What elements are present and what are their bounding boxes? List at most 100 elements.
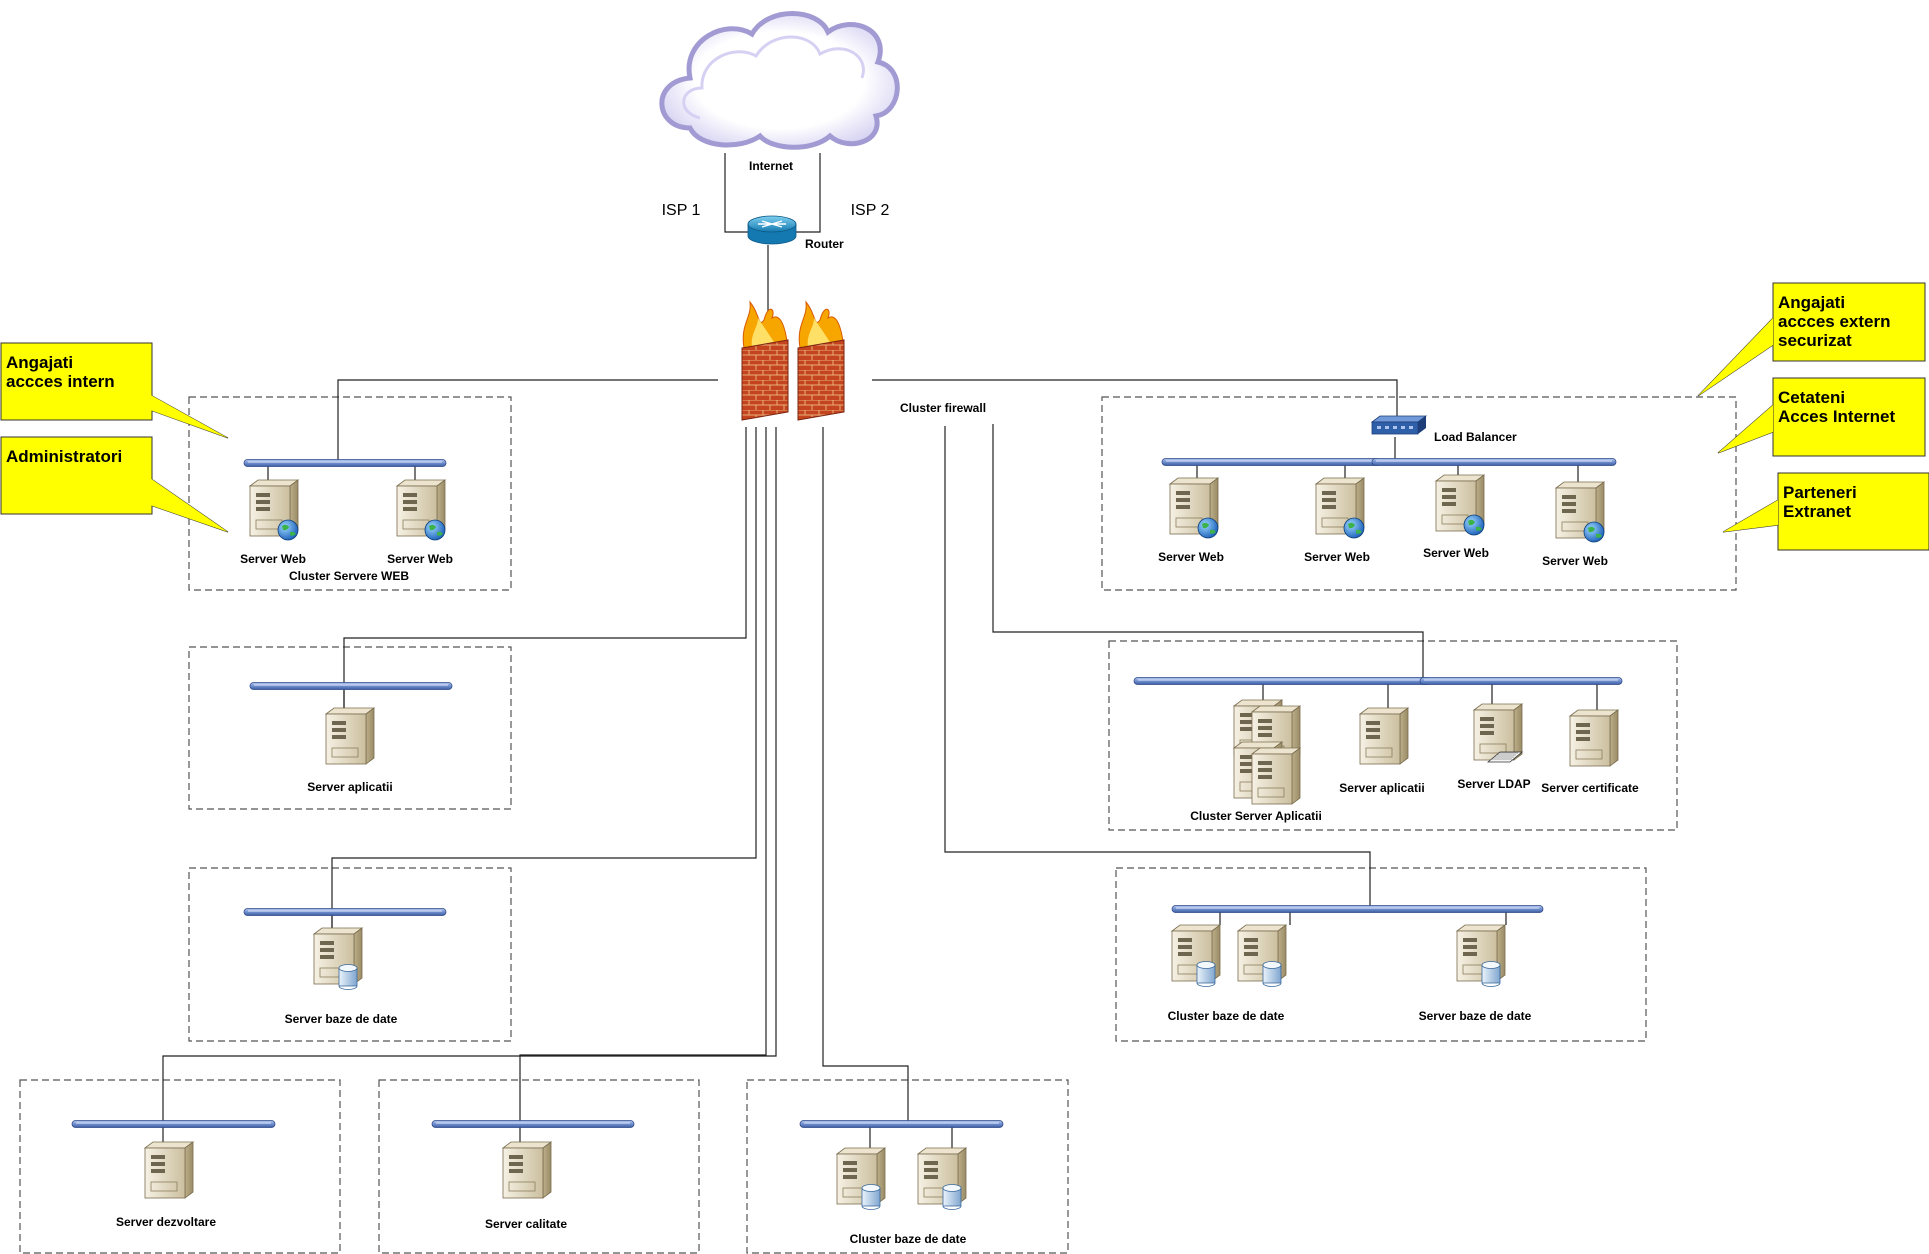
drive-bay [332, 735, 346, 739]
globe-land [1468, 519, 1482, 531]
callout-3-line-0: Cetateni [1778, 388, 1845, 407]
drive-bay [1258, 768, 1272, 772]
callout-4-line-0: Parteneri [1783, 483, 1857, 502]
drive-bay [1240, 769, 1254, 773]
drive-bay [1576, 723, 1590, 727]
drive-bay [509, 1169, 523, 1173]
globe-land [1202, 522, 1216, 534]
web-internal-title: Cluster Servere WEB [289, 569, 409, 583]
callout-4-line-1: Extranet [1783, 502, 1851, 521]
firewall-flame-core [751, 318, 778, 348]
internet-cloud-icon [659, 11, 900, 150]
callout-seam [1718, 405, 1773, 453]
web-internal-label-2: Server Web [387, 552, 453, 566]
vent [1479, 743, 1507, 754]
drive-bay [1576, 730, 1590, 734]
database-icon-bottom [1196, 982, 1216, 987]
drive-bay [256, 493, 270, 497]
server-web-internal-2 [395, 479, 447, 541]
router-arrows [758, 220, 786, 228]
link-app-internal [343, 427, 747, 712]
drive-bay [151, 1169, 165, 1173]
server-db-external-1 [1170, 924, 1222, 987]
callout-box [0, 342, 153, 421]
server-side [365, 707, 375, 765]
server-app-internal [324, 707, 376, 765]
server-side [1609, 709, 1619, 767]
web-internal-label-1: Server Web [240, 552, 306, 566]
db-external-server-label: Server baze de date [1419, 1009, 1532, 1023]
server-quality [501, 1141, 553, 1199]
database-icon-bottom [861, 1205, 881, 1210]
internet-label: Internet [749, 159, 793, 173]
drive-bay [1562, 495, 1576, 499]
cluster-box-web-internal [188, 396, 512, 591]
drive-bay [1463, 938, 1477, 942]
drive-bay [1258, 775, 1272, 779]
callout-seam [1723, 500, 1778, 532]
drive-bay [1480, 724, 1494, 728]
cluster-box-web-external [1101, 396, 1737, 591]
link-db-internal [331, 427, 757, 928]
server-side [542, 1141, 552, 1199]
drive-bay [1562, 502, 1576, 506]
link-quality [519, 427, 767, 1123]
drive-bay [1240, 720, 1254, 724]
load-balancer-icon [1370, 415, 1428, 435]
web-external-label-2: Server Web [1304, 550, 1370, 564]
database-icon-bottom [1262, 982, 1282, 987]
globe-icon [1197, 517, 1219, 539]
database-icon-top [861, 1184, 881, 1192]
drive-bay [1176, 505, 1190, 509]
web-external-label-4: Server Web [1542, 554, 1608, 568]
callout-seam [150, 478, 228, 532]
globe-icon [1583, 521, 1605, 543]
lb-label: Load Balancer [1434, 430, 1517, 444]
callout-4 [1722, 472, 1929, 551]
drive-bay [1562, 509, 1576, 513]
server-web-external-2 [1314, 477, 1366, 539]
bus-web-external-a [1161, 458, 1381, 466]
callout-3-line-1: Acces Internet [1778, 407, 1895, 426]
server-app-cluster-2b [1250, 747, 1302, 805]
callout-2 [1697, 282, 1926, 397]
database-icon-top [1262, 961, 1282, 969]
server-db-external-2 [1236, 924, 1288, 987]
drive-bay [1240, 727, 1254, 731]
link-db-bottom [822, 427, 909, 1123]
drive-bay [1258, 761, 1272, 765]
drive-bay [1240, 762, 1254, 766]
link-isp2 [790, 153, 821, 233]
database-icon-top [1481, 961, 1501, 969]
db-bottom-label: Cluster baze de date [850, 1232, 967, 1246]
globe-land [1348, 522, 1362, 534]
drive-bay [1442, 488, 1456, 492]
drive-bay [403, 493, 417, 497]
drive-bay [1258, 719, 1272, 723]
drive-bay [1576, 737, 1590, 741]
drive-bay [151, 1162, 165, 1166]
web-external-label-3: Server Web [1423, 546, 1489, 560]
server-side [1399, 707, 1409, 765]
bus-web-internal [243, 459, 447, 467]
globe-icon [1343, 517, 1365, 539]
server-dev [143, 1141, 195, 1199]
cluster-box-quality [378, 1079, 700, 1254]
vent [1365, 747, 1393, 758]
bus-dev [71, 1120, 276, 1128]
cluster-box-db-external [1115, 867, 1647, 1042]
link-web-internal [337, 379, 718, 463]
bus-app-external-a [1133, 677, 1431, 685]
callout-box [0, 436, 153, 515]
isp2-label: ISP 2 [851, 202, 890, 219]
vent [508, 1181, 536, 1192]
firewall-icon [741, 300, 845, 421]
server-db-bottom-1 [835, 1147, 887, 1210]
drive-bay [332, 728, 346, 732]
drive-bay [1258, 726, 1272, 730]
server-web-external-1 [1168, 477, 1220, 539]
drive-bay [924, 1161, 938, 1165]
server-ldap [1472, 703, 1524, 763]
lb-side [1418, 416, 1426, 434]
